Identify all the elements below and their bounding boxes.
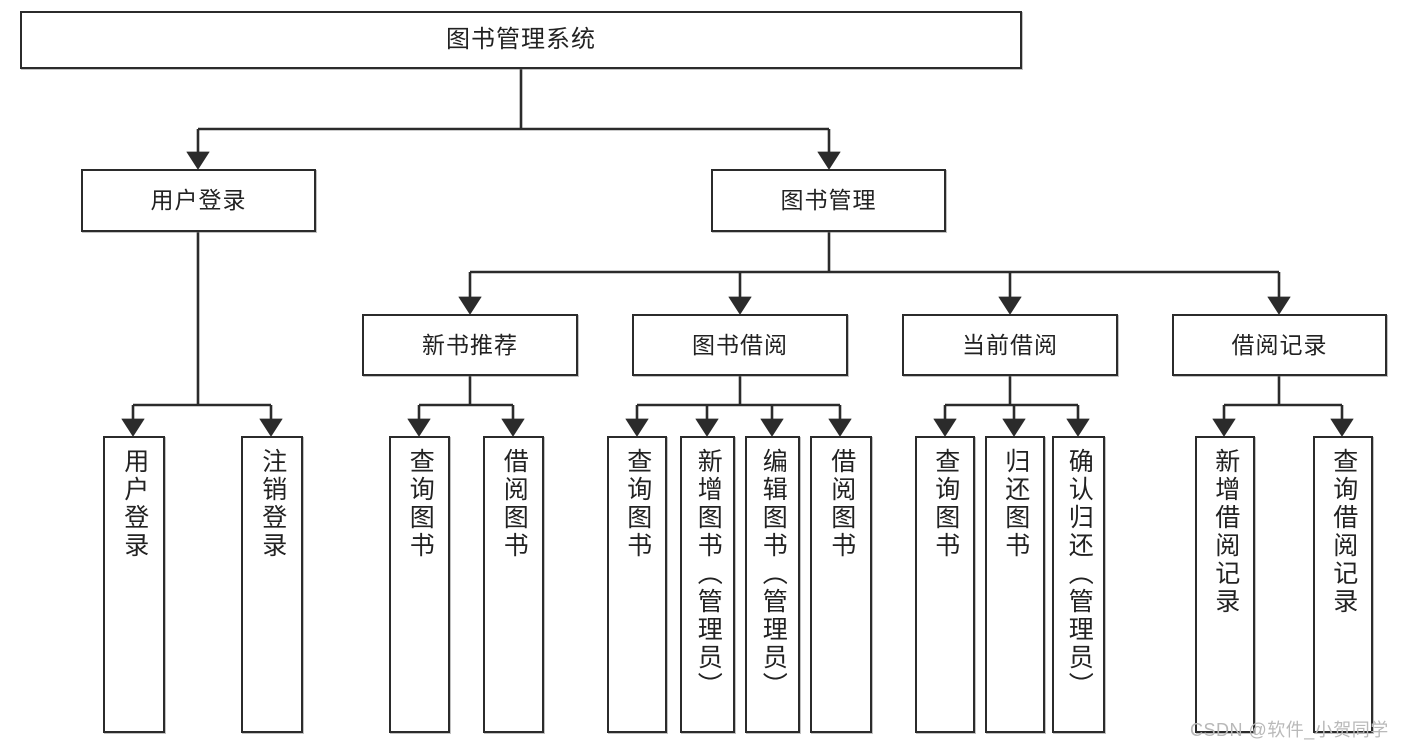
csdn-watermark: CSDN @软件_小贺同学 [1190,720,1389,740]
node-label: 注销登录 [258,448,287,560]
leaf-add-book-admin[interactable]: 新增图书（管理员） [680,436,735,733]
node-label: 新书推荐 [422,331,518,358]
leaf-logout[interactable]: 注销登录 [241,436,303,733]
leaf-borrow-book-recommend[interactable]: 借阅图书 [483,436,544,733]
node-label: 图书借阅 [692,331,788,358]
node-label: 编辑图书（管理员） [759,448,788,700]
node-label: 查询图书 [623,448,652,560]
node-label: 借阅记录 [1231,331,1328,358]
node-root-system[interactable]: 图书管理系统 [20,11,1022,69]
leaf-borrow-book[interactable]: 借阅图书 [810,436,872,733]
leaf-user-login[interactable]: 用户登录 [103,436,165,733]
node-label: 查询借阅记录 [1329,448,1358,616]
node-book-management[interactable]: 图书管理 [711,169,946,232]
node-label: 当前借阅 [962,331,1058,358]
node-book-borrow[interactable]: 图书借阅 [632,314,848,376]
leaf-add-borrow-record[interactable]: 新增借阅记录 [1195,436,1255,733]
node-label: 图书管理系统 [446,26,596,54]
node-label: 归还图书 [1001,448,1030,560]
node-label: 用户登录 [150,187,247,214]
node-borrow-record[interactable]: 借阅记录 [1172,314,1387,376]
node-label: 图书管理 [780,187,877,214]
node-label: 借阅图书 [827,448,856,560]
leaf-edit-book-admin[interactable]: 编辑图书（管理员） [745,436,800,733]
node-label: 查询图书 [406,448,435,560]
node-user-login[interactable]: 用户登录 [81,169,316,232]
node-label: 新增借阅记录 [1211,448,1240,616]
leaf-return-book[interactable]: 归还图书 [985,436,1045,733]
node-label: 借阅图书 [500,448,529,560]
node-new-book-recommend[interactable]: 新书推荐 [362,314,578,376]
leaf-query-book-borrow[interactable]: 查询图书 [607,436,667,733]
leaf-confirm-return-admin[interactable]: 确认归还（管理员） [1052,436,1105,733]
node-label: 新增图书（管理员） [694,448,723,700]
leaf-query-book-recommend[interactable]: 查询图书 [389,436,450,733]
node-label: 用户登录 [120,448,149,560]
node-current-borrow[interactable]: 当前借阅 [902,314,1118,376]
node-label: 查询图书 [931,448,960,560]
leaf-query-book-current[interactable]: 查询图书 [915,436,975,733]
leaf-query-borrow-record[interactable]: 查询借阅记录 [1313,436,1373,733]
node-label: 确认归还（管理员） [1065,448,1094,700]
